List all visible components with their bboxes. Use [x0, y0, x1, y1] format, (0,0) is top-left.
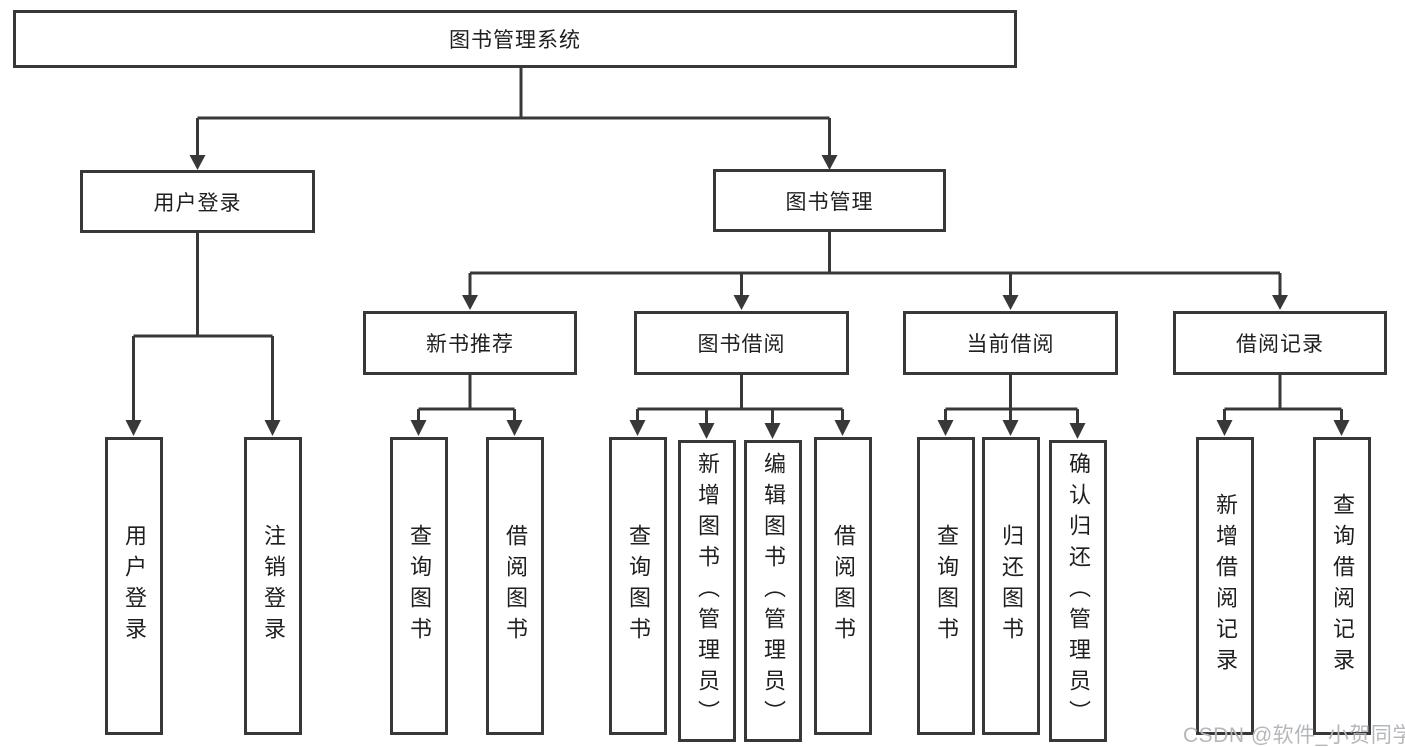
node-leaf-br-query-record: 查询借阅记录 — [1313, 437, 1371, 735]
leaf-label: 借阅图书 — [503, 524, 528, 648]
node-leaf-user-login: 用户登录 — [105, 437, 163, 735]
connector-borrowrecord-to-leaves — [1216, 375, 1350, 436]
leaf-label: 查询借阅记录 — [1330, 493, 1355, 679]
node-book-mgmt-group: 图书管理 — [713, 169, 946, 232]
node-new-book-rec: 新书推荐 — [363, 311, 577, 375]
leaf-label: 归还图书 — [999, 524, 1024, 648]
leaf-label: 新增借阅记录 — [1213, 493, 1238, 679]
node-leaf-bb-edit-book-admin: 编辑图书（管理员） — [744, 440, 802, 742]
leaf-label: 编辑图书（管理员） — [761, 451, 786, 731]
connector-bookborrow-to-leaves — [629, 375, 851, 439]
node-current-borrow: 当前借阅 — [903, 311, 1118, 375]
connector-currentborrow-to-leaves — [937, 375, 1086, 439]
node-leaf-bb-query-book: 查询图书 — [609, 437, 667, 735]
connector-newbookrec-to-leaves — [410, 375, 523, 436]
node-book-borrow: 图书借阅 — [634, 311, 849, 375]
connector-userlogin-to-leaves — [125, 233, 281, 436]
leaf-label: 确认归还（管理员） — [1066, 451, 1091, 731]
node-borrow-record-label: 借阅记录 — [1236, 333, 1324, 356]
node-user-login-group: 用户登录 — [80, 170, 315, 233]
node-leaf-rec-query-book: 查询图书 — [390, 437, 448, 735]
node-leaf-br-add-record: 新增借阅记录 — [1196, 437, 1254, 735]
node-root-label: 图书管理系统 — [449, 29, 581, 52]
node-book-borrow-label: 图书借阅 — [697, 333, 786, 356]
csdn-watermark: CSDN @软件_小贺同学 — [1183, 724, 1405, 747]
node-root-system: 图书管理系统 — [13, 10, 1017, 68]
node-new-book-rec-label: 新书推荐 — [426, 333, 514, 356]
leaf-label: 借阅图书 — [831, 524, 856, 648]
node-book-mgmt-group-label: 图书管理 — [785, 190, 874, 214]
leaf-label: 查询图书 — [626, 524, 651, 648]
leaf-label: 新增图书（管理员） — [695, 451, 720, 731]
node-borrow-record: 借阅记录 — [1173, 311, 1387, 375]
node-leaf-cb-confirm-return-admin: 确认归还（管理员） — [1049, 440, 1107, 742]
node-leaf-cb-return-book: 归还图书 — [982, 437, 1040, 735]
node-leaf-bb-borrow-book: 借阅图书 — [814, 437, 872, 735]
node-user-login-group-label: 用户登录 — [153, 191, 242, 215]
leaf-label: 注销登录 — [261, 524, 286, 648]
node-leaf-logout: 注销登录 — [244, 437, 302, 735]
connector-bookmgmt-to-level3 — [462, 232, 1288, 310]
node-leaf-bb-add-book-admin: 新增图书（管理员） — [678, 440, 736, 742]
leaf-label: 查询图书 — [407, 524, 432, 648]
node-current-borrow-label: 当前借阅 — [966, 333, 1055, 356]
node-leaf-rec-borrow-book: 借阅图书 — [486, 437, 544, 735]
connector-root-to-level2 — [189, 67, 838, 170]
leaf-label: 用户登录 — [122, 524, 147, 648]
node-leaf-cb-query-book: 查询图书 — [917, 437, 975, 735]
leaf-label: 查询图书 — [934, 524, 959, 648]
